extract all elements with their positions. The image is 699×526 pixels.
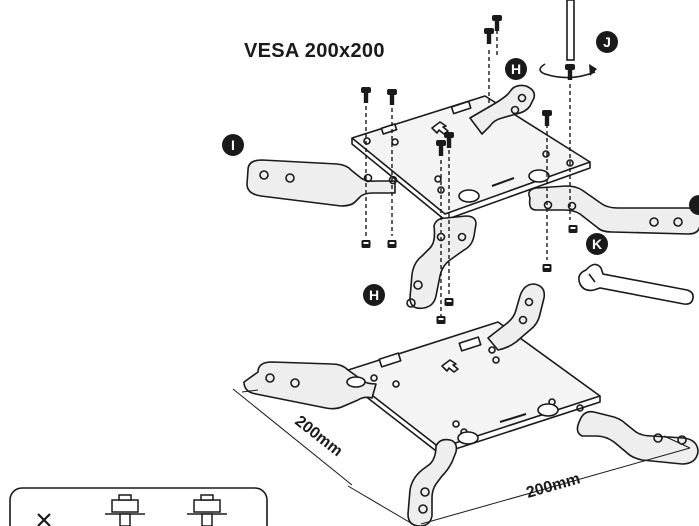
dimension-left: 200mm [292,413,346,460]
screwdriver [539,0,597,79]
badge-I: I [222,134,244,156]
badge-H-top: H [505,58,527,80]
badge-K: K [586,233,608,255]
vesa-title: VESA 200x200 [244,40,385,62]
bolt-icon [105,494,145,526]
badge-J: J [596,31,618,53]
svg-text:J: J [603,34,611,50]
cross-icon [37,513,51,526]
svg-text:I: I [231,137,235,153]
badge-partial-right [689,195,699,215]
arm-bottom [409,215,477,310]
badge-H-bottom: H [363,284,385,306]
svg-text:H: H [369,287,379,303]
arm-right [528,185,699,235]
svg-text:H: H [511,61,521,77]
arm-left [246,159,396,207]
dimension-right: 200mm [524,470,582,502]
wrench [578,263,694,305]
svg-text:K: K [592,236,602,252]
bolt-icon-2 [187,494,227,526]
exploded-assembly [246,30,699,316]
assembled-view [232,283,699,526]
direction-arrow [431,121,449,135]
